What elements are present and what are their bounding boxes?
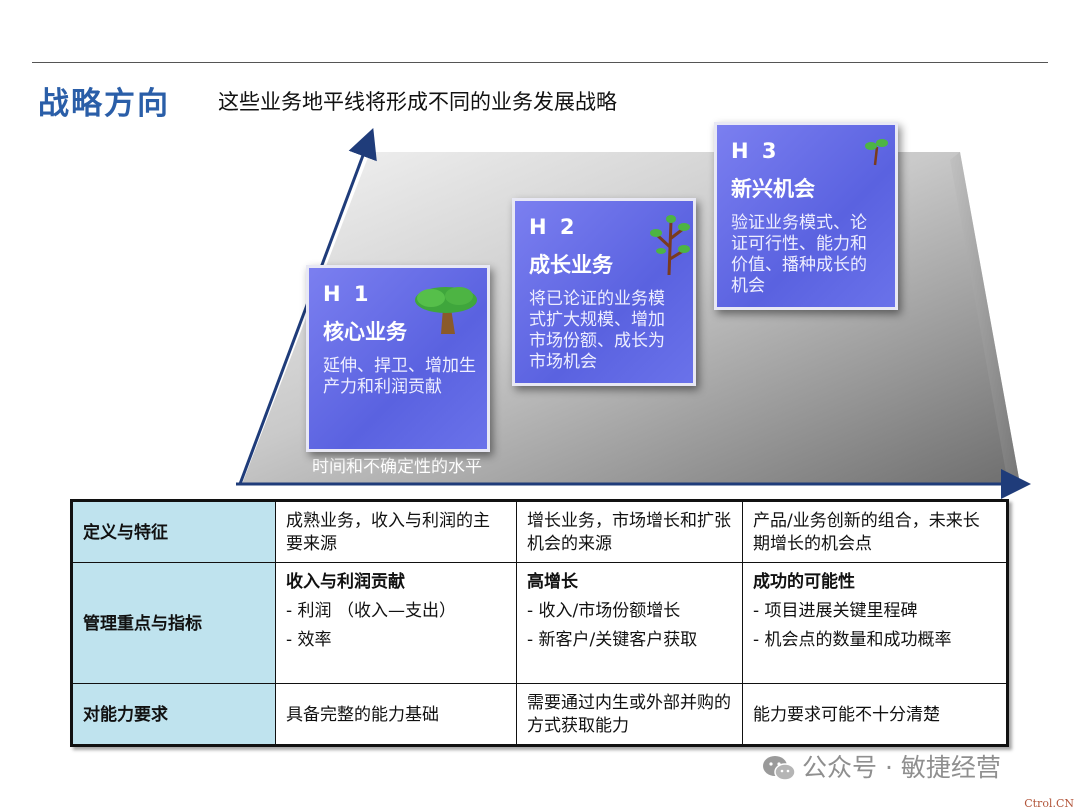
cell-bullet: - 机会点的数量和成功概率 [753, 630, 952, 650]
row-header: 定义与特征 [71, 500, 276, 563]
horizon-desc: 将已论证的业务模式扩大规模、增加市场份额、成长为市场机会 [529, 289, 665, 372]
table-cell: 增长业务，市场增长和扩张机会的来源 [516, 500, 743, 563]
horizon-name: 成长业务 [529, 253, 613, 277]
table-row: 管理重点与指标 收入与利润贡献 - 利润 （收入—支出） - 效率 高增长 - … [71, 562, 1008, 684]
cell-heading: 高增长 [527, 572, 578, 592]
seedling-icon [865, 139, 888, 166]
table-cell: 高增长 - 收入/市场份额增长 - 新客户/关键客户获取 [516, 562, 743, 684]
sapling-icon [650, 215, 690, 276]
table-row: 对能力要求 具备完整的能力基础 需要通过内生或外部并购的方式获取能力 能力要求可… [71, 683, 1008, 746]
row-header: 对能力要求 [71, 683, 276, 746]
horizon-box-h2: H 2 成长业务 将已论证的业务模式扩大规模、增加市场份额、成长为市场机会 [512, 198, 696, 386]
horizon-code: H 1 [323, 282, 372, 306]
top-divider [32, 62, 1048, 63]
page-subtitle: 这些业务地平线将形成不同的业务发展战略 [218, 90, 617, 114]
horizon-axis-label: 时间和不确定性的水平 [312, 457, 482, 477]
y-axis-arrow [238, 127, 377, 485]
horizons-table: 定义与特征 成熟业务，收入与利润的主要来源 增长业务，市场增长和扩张机会的来源 … [70, 499, 1009, 747]
watermark-text: 公众号 · 敏捷经营 [802, 753, 1001, 782]
table-cell: 产品/业务创新的组合，未来长期增长的机会点 [742, 500, 1008, 563]
cell-bullet: - 效率 [286, 630, 332, 650]
table-cell: 收入与利润贡献 - 利润 （收入—支出） - 效率 [275, 562, 517, 684]
watermark: 公众号 · 敏捷经营 [762, 748, 1001, 784]
table-cell: 能力要求可能不十分清楚 [742, 683, 1008, 746]
page-title: 战略方向 [38, 86, 170, 122]
big-tree-icon [415, 287, 477, 334]
table-row: 定义与特征 成熟业务，收入与利润的主要来源 增长业务，市场增长和扩张机会的来源 … [71, 500, 1008, 563]
footer-mark: Ctrol.CN [1024, 797, 1074, 810]
horizon-code: H 2 [529, 215, 578, 239]
table-cell: 成功的可能性 - 项目进展关键里程碑 - 机会点的数量和成功概率 [742, 562, 1008, 684]
cell-bullet: - 新客户/关键客户获取 [527, 630, 698, 650]
cell-bullet: - 项目进展关键里程碑 [753, 601, 918, 621]
cell-heading: 成功的可能性 [753, 572, 855, 592]
table-cell: 具备完整的能力基础 [275, 683, 517, 746]
horizon-desc: 延伸、捍卫、增加生产力和利润贡献 [323, 356, 476, 397]
platform-right-edge [950, 152, 1020, 484]
horizon-name: 新兴机会 [731, 177, 815, 201]
horizon-box-h3: H 3 新兴机会 验证业务模式、论证可行性、能力和价值、播种成长的机会 [714, 122, 898, 310]
horizon-name: 核心业务 [323, 320, 407, 344]
wechat-icon [763, 756, 796, 781]
row-header: 管理重点与指标 [71, 562, 276, 684]
cell-bullet: - 利润 （收入—支出） [286, 601, 456, 621]
horizon-desc: 验证业务模式、论证可行性、能力和价值、播种成长的机会 [731, 213, 867, 296]
cell-heading: 收入与利润贡献 [286, 572, 405, 592]
cell-bullet: - 收入/市场份额增长 [527, 601, 681, 621]
table-cell: 成熟业务，收入与利润的主要来源 [275, 500, 517, 563]
table-cell: 需要通过内生或外部并购的方式获取能力 [516, 683, 743, 746]
horizon-box-h1: H 1 核心业务 延伸、捍卫、增加生产力和利润贡献 [306, 265, 490, 452]
horizon-code: H 3 [731, 139, 780, 163]
